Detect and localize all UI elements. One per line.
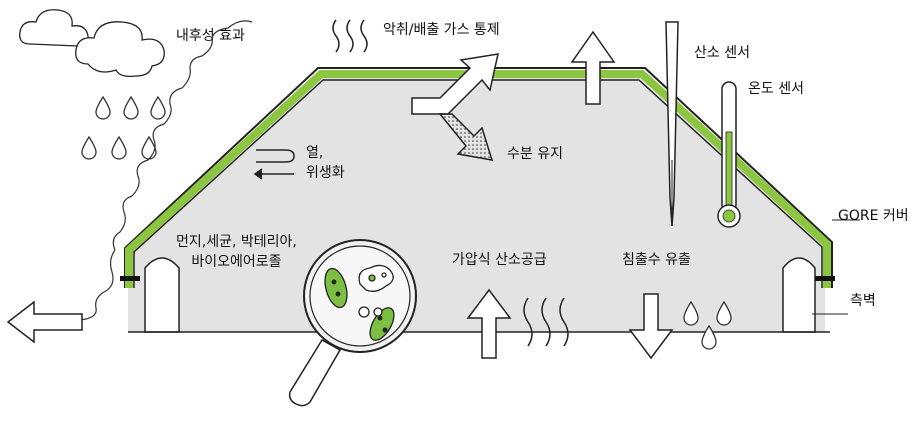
oxygen-sensor-probe bbox=[665, 21, 679, 227]
right-anchor bbox=[815, 276, 835, 281]
label-side-wall: 측벽 bbox=[850, 293, 876, 309]
label-heat-line1: 열, bbox=[306, 145, 324, 161]
label-leachate-drainage: 침출수 유출 bbox=[622, 252, 691, 268]
weather-wavy-line bbox=[112, 20, 253, 251]
label-heat-line2: 위생화 bbox=[306, 165, 345, 181]
left-anchor bbox=[120, 276, 140, 281]
label-dust: 먼지,세균, 박테리아, 바이오에어로졸 bbox=[176, 232, 297, 272]
rain-drops bbox=[81, 95, 166, 160]
compost-pile bbox=[128, 78, 825, 332]
leachate-down-arrow bbox=[628, 293, 674, 360]
vent-up-arrow bbox=[570, 30, 616, 105]
label-moisture-retention: 수분 유지 bbox=[507, 146, 563, 162]
leachate-drops bbox=[683, 300, 732, 350]
gas-exhaust-arrow bbox=[411, 53, 499, 115]
moisture-retention-arrow bbox=[438, 113, 494, 161]
right-side-wall bbox=[782, 257, 816, 333]
label-gore-cover: GORE 커버 bbox=[838, 208, 909, 224]
outflow-arrow-icon bbox=[6, 300, 83, 344]
odor-wave-icon bbox=[332, 19, 368, 53]
heat-arrows-icon bbox=[253, 149, 295, 180]
label-greenhouse-effect: 내후성 효과 bbox=[176, 28, 245, 44]
label-pressurized-oxygen: 가압식 산소공급 bbox=[452, 252, 547, 268]
airflow-wave-icon bbox=[523, 297, 569, 347]
thermometer-level bbox=[725, 131, 733, 213]
label-oxygen-sensor: 산소 센서 bbox=[694, 45, 750, 61]
label-heat: 열, 위생화 bbox=[306, 143, 345, 183]
label-temperature-sensor: 온도 센서 bbox=[748, 81, 804, 97]
label-odor-gas-control: 악취/배출 가스 통제 bbox=[383, 22, 500, 38]
cloud-icon bbox=[19, 9, 165, 78]
oxygen-supply-up-arrow bbox=[466, 288, 512, 359]
bacteria-icon bbox=[324, 264, 395, 341]
label-dust-line2: 바이오에어로졸 bbox=[191, 254, 282, 270]
outflow-wavy-line bbox=[55, 249, 116, 322]
label-dust-line1: 먼지,세균, 박테리아, bbox=[176, 234, 297, 250]
left-side-wall bbox=[144, 257, 180, 333]
thermometer-bulb-fill bbox=[722, 209, 736, 223]
